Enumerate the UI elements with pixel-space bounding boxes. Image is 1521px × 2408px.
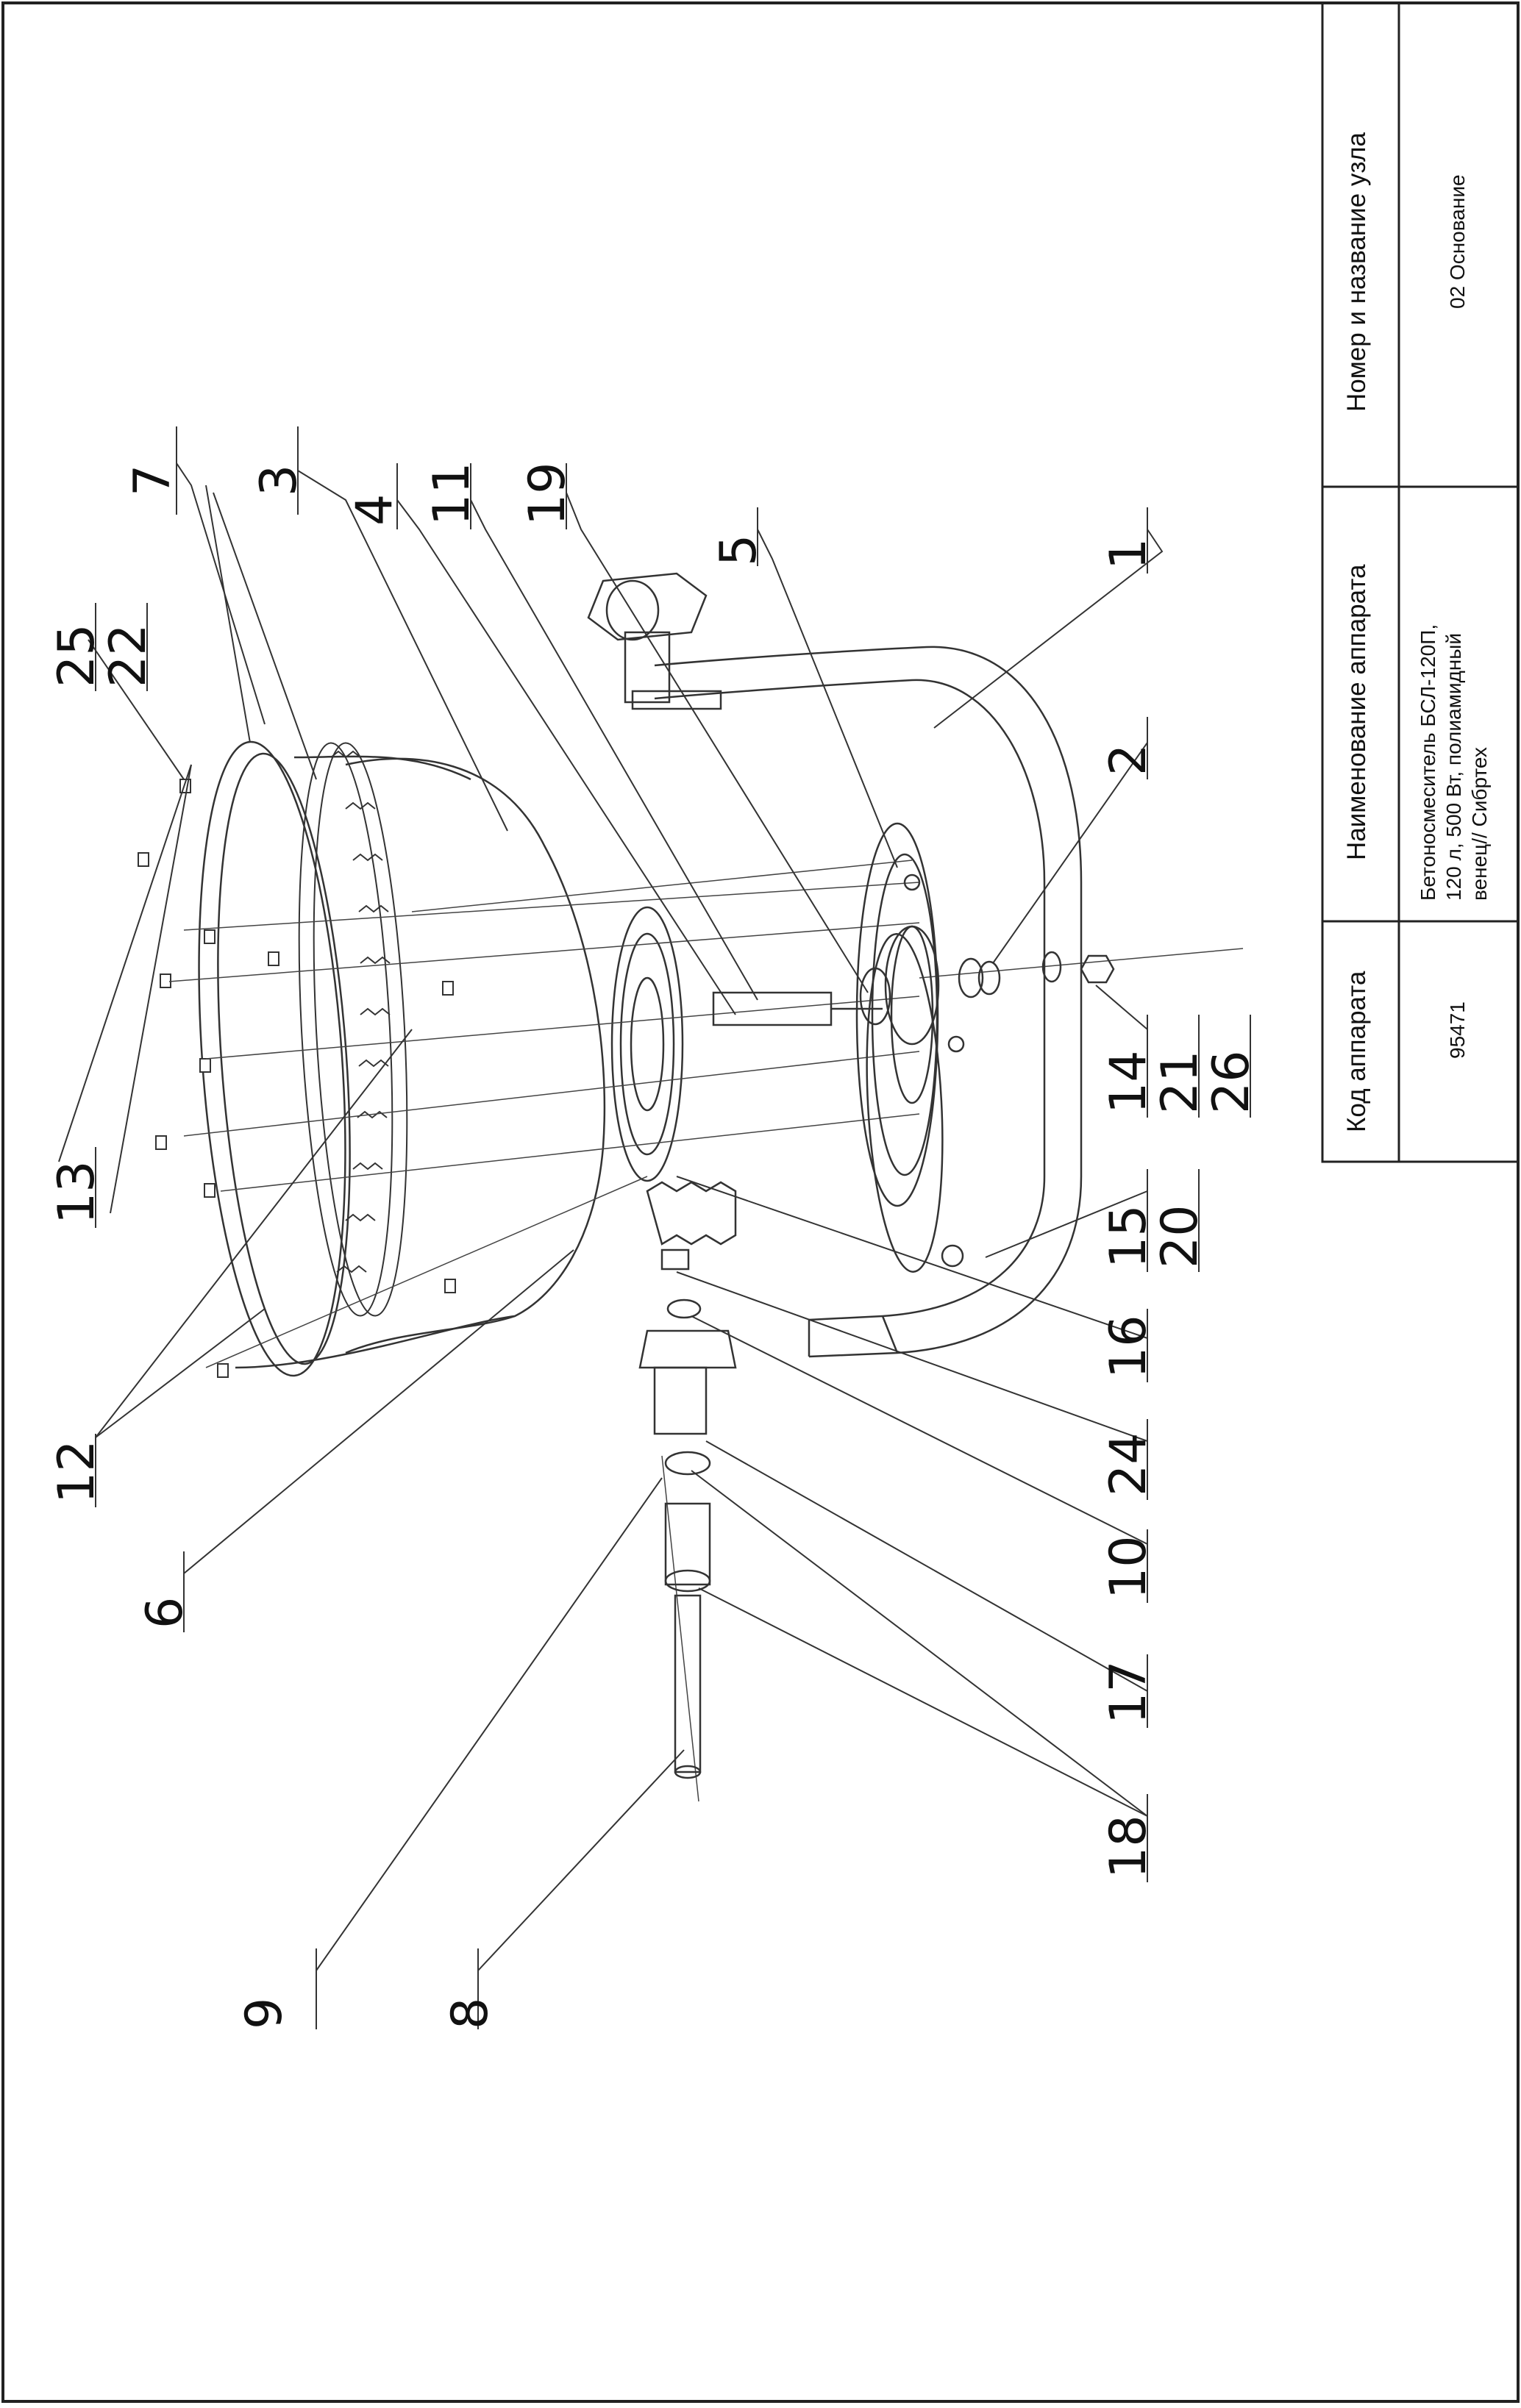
drive-shaft	[712, 967, 891, 1026]
header-unit-name: Номер и название узла	[1342, 132, 1371, 412]
callout-22: 22	[99, 624, 157, 687]
callout-24: 24	[1100, 1432, 1158, 1496]
callout-8: 8	[441, 1997, 499, 2029]
callout-5: 5	[710, 534, 768, 566]
callout-7: 7	[124, 464, 182, 496]
callout-4: 4	[346, 493, 404, 526]
rim-bolts	[138, 779, 456, 1378]
title-block	[1321, 1, 1520, 1163]
bottom-stack	[866, 873, 1115, 1273]
ring-gear	[298, 742, 408, 1317]
callout-21: 21	[1151, 1050, 1209, 1114]
callout-9: 9	[235, 1997, 293, 2029]
callout-1: 1	[1100, 537, 1158, 570]
equipment-name-line-1: Бетоносмеситель БСЛ-120П,	[1417, 624, 1439, 901]
callout-26: 26	[1203, 1050, 1261, 1114]
callout-19: 19	[519, 462, 577, 526]
callout-15: 15	[1100, 1204, 1158, 1268]
callout-12: 12	[48, 1440, 106, 1504]
equipment-name-line-2: 120 л, 500 Вт, полиамидный	[1442, 632, 1465, 901]
callout-6: 6	[136, 1596, 194, 1629]
callout-3: 3	[250, 464, 308, 496]
callout-18: 18	[1100, 1815, 1158, 1879]
callout-10: 10	[1100, 1535, 1158, 1599]
callout-underlines	[95, 426, 1251, 2029]
callout-16: 16	[1100, 1315, 1158, 1379]
callout-25: 25	[48, 624, 106, 687]
callout-14: 14	[1100, 1050, 1158, 1114]
header-equipment-code: Код аппарата	[1342, 971, 1371, 1132]
mixer-drum	[198, 740, 684, 1377]
callout-13: 13	[48, 1160, 106, 1224]
callout-11: 11	[423, 462, 481, 526]
equipment-name-line-3: венец// Сибртех	[1468, 747, 1491, 901]
callout-2: 2	[1100, 743, 1158, 776]
drum-flange	[855, 822, 939, 1207]
callout-20: 20	[1151, 1204, 1209, 1268]
callout-17: 17	[1100, 1660, 1158, 1724]
header-equipment-name: Наименование аппарата	[1342, 564, 1371, 860]
leader-lines	[58, 462, 1164, 1971]
pinion-assembly	[638, 1181, 737, 1779]
equipment-code-value: 95471	[1446, 1001, 1469, 1059]
unit-name-value: 02 Основание	[1446, 174, 1469, 309]
frame-tube	[587, 572, 1083, 1358]
